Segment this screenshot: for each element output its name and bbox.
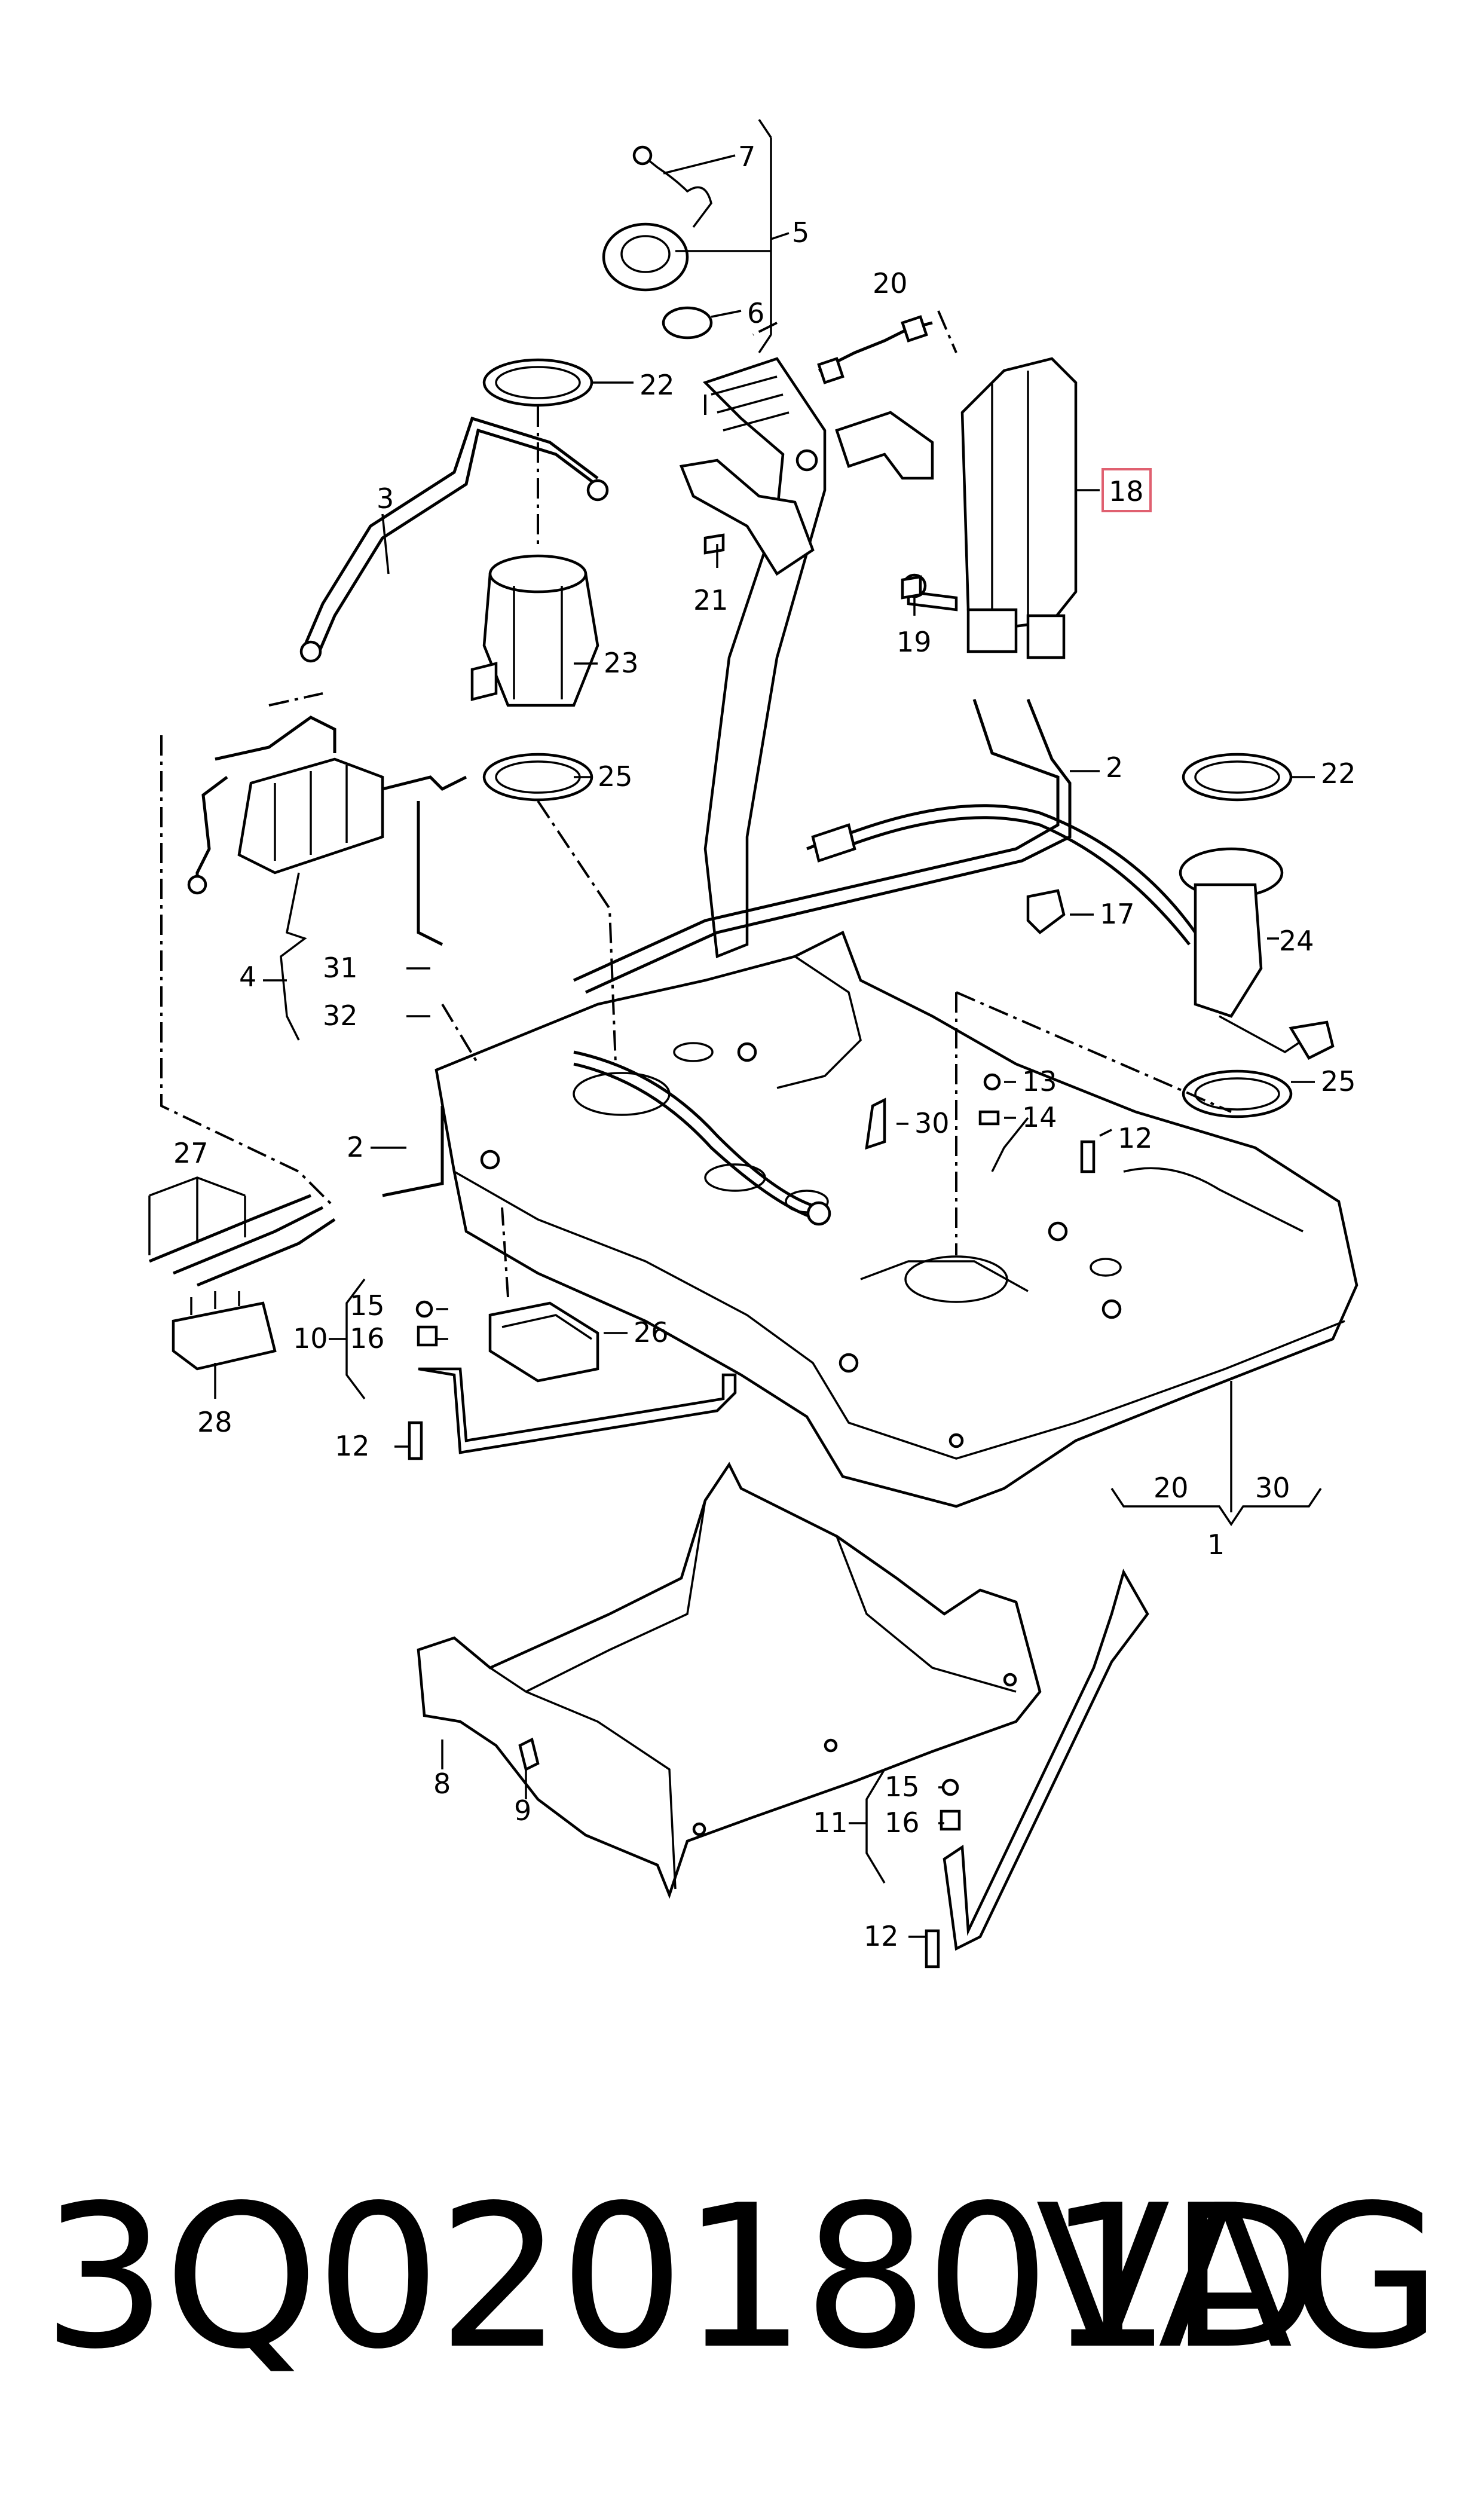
- fuel-pump-left: [470, 358, 599, 802]
- callout-30b: 30: [1255, 1472, 1290, 1504]
- callout-22b: 22: [1321, 757, 1356, 790]
- callout-1: 1: [1207, 1528, 1225, 1561]
- tank-strap-right: [943, 1569, 1149, 1951]
- wiring-harness-assembly: [187, 716, 467, 946]
- callout-20b: 20: [1153, 1472, 1189, 1504]
- callout-10: 10: [293, 1322, 328, 1355]
- fuel-lines: [299, 416, 1197, 1226]
- brand-label: VAG: [1035, 2163, 1442, 2392]
- callout-5: 5: [792, 216, 809, 249]
- callout-25: 25: [598, 760, 633, 793]
- callout-27: 27: [173, 1137, 209, 1169]
- callout-19: 19: [896, 626, 932, 658]
- callout-labels: 7 5 6 20 22 18 3 21 19 23 25 2 22 17 24 …: [173, 140, 1356, 1952]
- callout-15: 15: [350, 1289, 385, 1322]
- callout-24: 24: [1279, 925, 1314, 957]
- leader-lines: [148, 119, 1322, 1938]
- filler-neck: [602, 145, 934, 959]
- connector-28: [172, 1291, 277, 1371]
- callout-14: 14: [1022, 1101, 1057, 1133]
- callout-6: 6: [747, 297, 764, 329]
- tank-strap-left: [418, 1367, 737, 1454]
- footer: 3Q0201801D VAG: [0, 2152, 1484, 2403]
- callout-28: 28: [197, 1406, 232, 1438]
- sensor-17: [1026, 889, 1066, 934]
- guide-lines: [160, 310, 1232, 1298]
- wires-27: [149, 1194, 336, 1287]
- fuel-pump-right: [1179, 753, 1335, 1118]
- callout-15b: 15: [885, 1771, 920, 1803]
- callout-7: 7: [738, 140, 755, 173]
- hardware: [408, 533, 1096, 1968]
- part-number: 3Q0201801D: [42, 2163, 1321, 2392]
- callout-12b: 12: [335, 1430, 370, 1462]
- callout-3: 3: [377, 482, 394, 515]
- callout-8: 8: [433, 1768, 451, 1800]
- callout-11: 11: [813, 1806, 848, 1839]
- callout-17: 17: [1100, 898, 1135, 930]
- callout-4: 4: [239, 961, 256, 993]
- callout-20: 20: [873, 267, 908, 299]
- callout-23: 23: [604, 647, 639, 679]
- callout-18: 18: [1109, 475, 1144, 508]
- callout-13: 13: [1022, 1065, 1057, 1097]
- callout-2b: 2: [347, 1131, 364, 1163]
- callout-31: 31: [323, 952, 358, 984]
- fuel-tank: [435, 930, 1358, 1508]
- callout-26: 26: [634, 1316, 669, 1349]
- callout-16: 16: [350, 1322, 385, 1355]
- callout-16b: 16: [885, 1806, 920, 1839]
- connector-20: [817, 315, 933, 384]
- callout-9: 9: [514, 1794, 531, 1827]
- callout-25b: 25: [1321, 1065, 1356, 1097]
- callout-21: 21: [693, 584, 729, 616]
- callout-2: 2: [1106, 751, 1123, 784]
- callout-12c: 12: [864, 1920, 899, 1952]
- callout-22: 22: [640, 369, 675, 401]
- callout-12: 12: [1118, 1122, 1153, 1154]
- highlight-box: [1101, 468, 1152, 512]
- heat-shield: [417, 1462, 1042, 1899]
- fuel-system-exploded-diagram: 7 5 6 20 22 18 3 21 19 23 25 2 22 17 24 …: [148, 119, 1358, 1968]
- module-26: [488, 1301, 599, 1383]
- callout-30: 30: [914, 1107, 950, 1139]
- carbon-canister: [902, 357, 1078, 659]
- callout-32: 32: [323, 999, 358, 1032]
